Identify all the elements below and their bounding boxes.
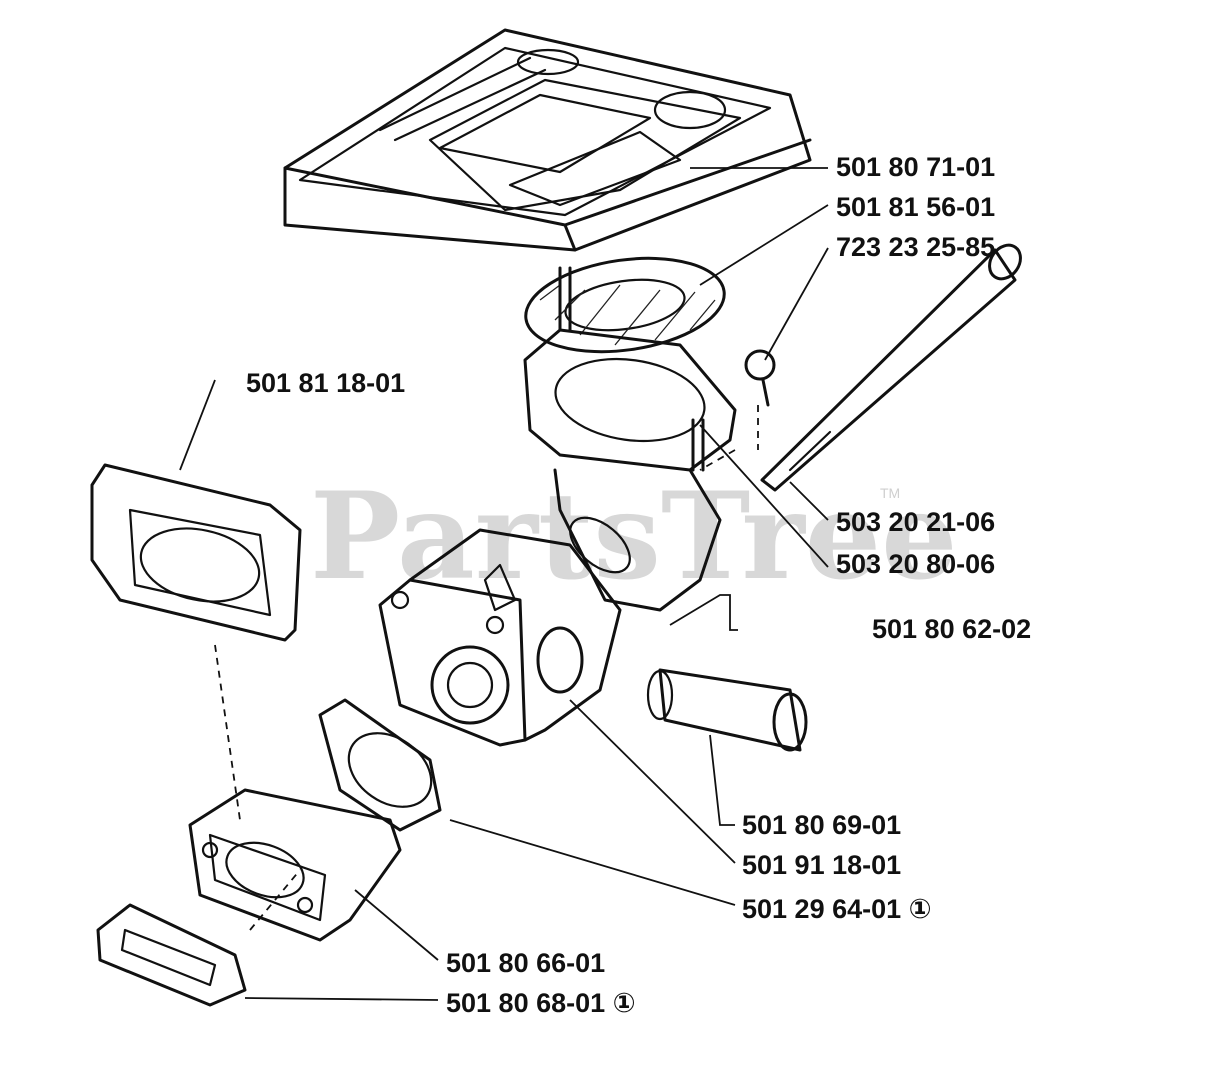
part-label-filter-holder: 501 80 62-02: [872, 614, 1031, 644]
screw-drawing: [744, 349, 776, 407]
intake-boot-drawing: [90, 463, 302, 642]
part-label-fuel-hose: 501 80 69-01: [742, 810, 901, 840]
fuel-hose-drawing: [646, 668, 808, 752]
watermark: PartsTree TM: [310, 466, 957, 607]
part-label-long-bolt: 503 20 21-06: [836, 507, 995, 537]
part-label-intake-manifold: 501 80 66-01: [446, 948, 605, 978]
carburetor-gasket-drawing: [318, 698, 442, 832]
air-filter-cover-drawing: [283, 28, 812, 252]
watermark-text: PartsTree: [310, 466, 957, 607]
intake-manifold-drawing: [188, 788, 402, 942]
part-label-intake-boot: 501 81 18-01: [246, 368, 405, 398]
part-label-carburetor: 501 91 18-01: [742, 850, 901, 880]
part-label-stud: 503 20 80-06: [836, 549, 995, 579]
assembly-guides: [214, 405, 759, 931]
part-number-labels: 501 80 71-01 501 81 56-01 723 23 25-85 5…: [246, 152, 1031, 1018]
long-bolt-drawing: [760, 243, 1022, 492]
watermark-trademark: TM: [880, 485, 900, 501]
manifold-gasket-drawing: [96, 903, 247, 1007]
part-label-screw: 723 23 25-85: [836, 232, 995, 262]
part-label-filter-element: 501 81 56-01: [836, 192, 995, 222]
filter-element-drawing: [524, 256, 726, 354]
part-label-manifold-gasket: 501 80 68-01 ①: [446, 988, 636, 1018]
part-label-air-filter-cover: 501 80 71-01: [836, 152, 995, 182]
carburetor-drawing: [378, 528, 622, 747]
part-label-carburetor-gasket: 501 29 64-01 ①: [742, 894, 932, 924]
leader-lines: [179, 167, 829, 1001]
